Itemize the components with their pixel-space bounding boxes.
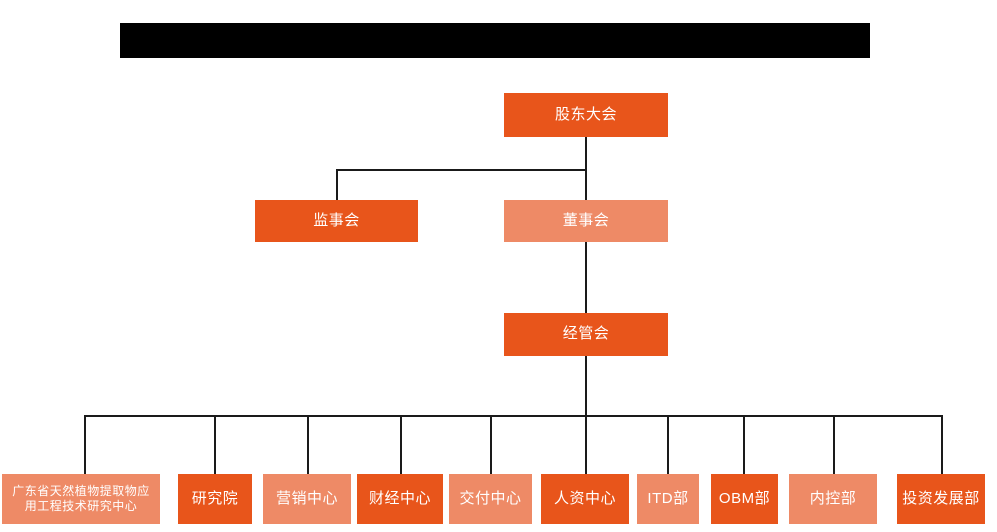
org-node-obm-dept[interactable]: OBM部 xyxy=(711,474,778,524)
org-node-hr-center[interactable]: 人资中心 xyxy=(541,474,629,524)
org-node-directors[interactable]: 董事会 xyxy=(504,200,668,242)
connector-shareholders-stem xyxy=(585,137,587,170)
connector-drop-hr-center xyxy=(585,415,587,474)
connector-drop-investment-development-dept xyxy=(941,415,943,474)
connector-drop-itd-dept xyxy=(667,415,669,474)
connector-directors-to-management xyxy=(585,242,587,313)
redacted-title-bar xyxy=(120,23,870,58)
org-node-delivery-center[interactable]: 交付中心 xyxy=(449,474,532,524)
org-node-shareholders[interactable]: 股东大会 xyxy=(504,93,668,137)
org-node-itd-dept[interactable]: ITD部 xyxy=(637,474,699,524)
connector-drop-obm-dept xyxy=(743,415,745,474)
connector-drop-finance-center xyxy=(400,415,402,474)
org-node-supervisors[interactable]: 监事会 xyxy=(255,200,418,242)
org-node-internal-control-dept[interactable]: 内控部 xyxy=(789,474,877,524)
org-node-guangdong-research-center[interactable]: 广东省天然植物提取物应 用工程技术研究中心 xyxy=(2,474,160,524)
connector-drop-internal-control-dept xyxy=(833,415,835,474)
connector-drop-supervisors xyxy=(336,169,338,200)
org-node-investment-development-dept[interactable]: 投资发展部 xyxy=(897,474,985,524)
connector-drop-guangdong-research-center xyxy=(84,415,86,474)
connector-drop-marketing-center xyxy=(307,415,309,474)
org-node-finance-center[interactable]: 财经中心 xyxy=(357,474,443,524)
connector-departments-bus xyxy=(84,415,943,417)
org-node-marketing-center[interactable]: 营销中心 xyxy=(263,474,351,524)
connector-drop-research-institute xyxy=(214,415,216,474)
org-node-research-institute[interactable]: 研究院 xyxy=(178,474,252,524)
connector-drop-delivery-center xyxy=(490,415,492,474)
org-node-management-committee[interactable]: 经管会 xyxy=(504,313,668,356)
connector-level1-bus xyxy=(336,169,587,171)
connector-management-stem xyxy=(585,356,587,416)
connector-drop-directors xyxy=(585,169,587,200)
